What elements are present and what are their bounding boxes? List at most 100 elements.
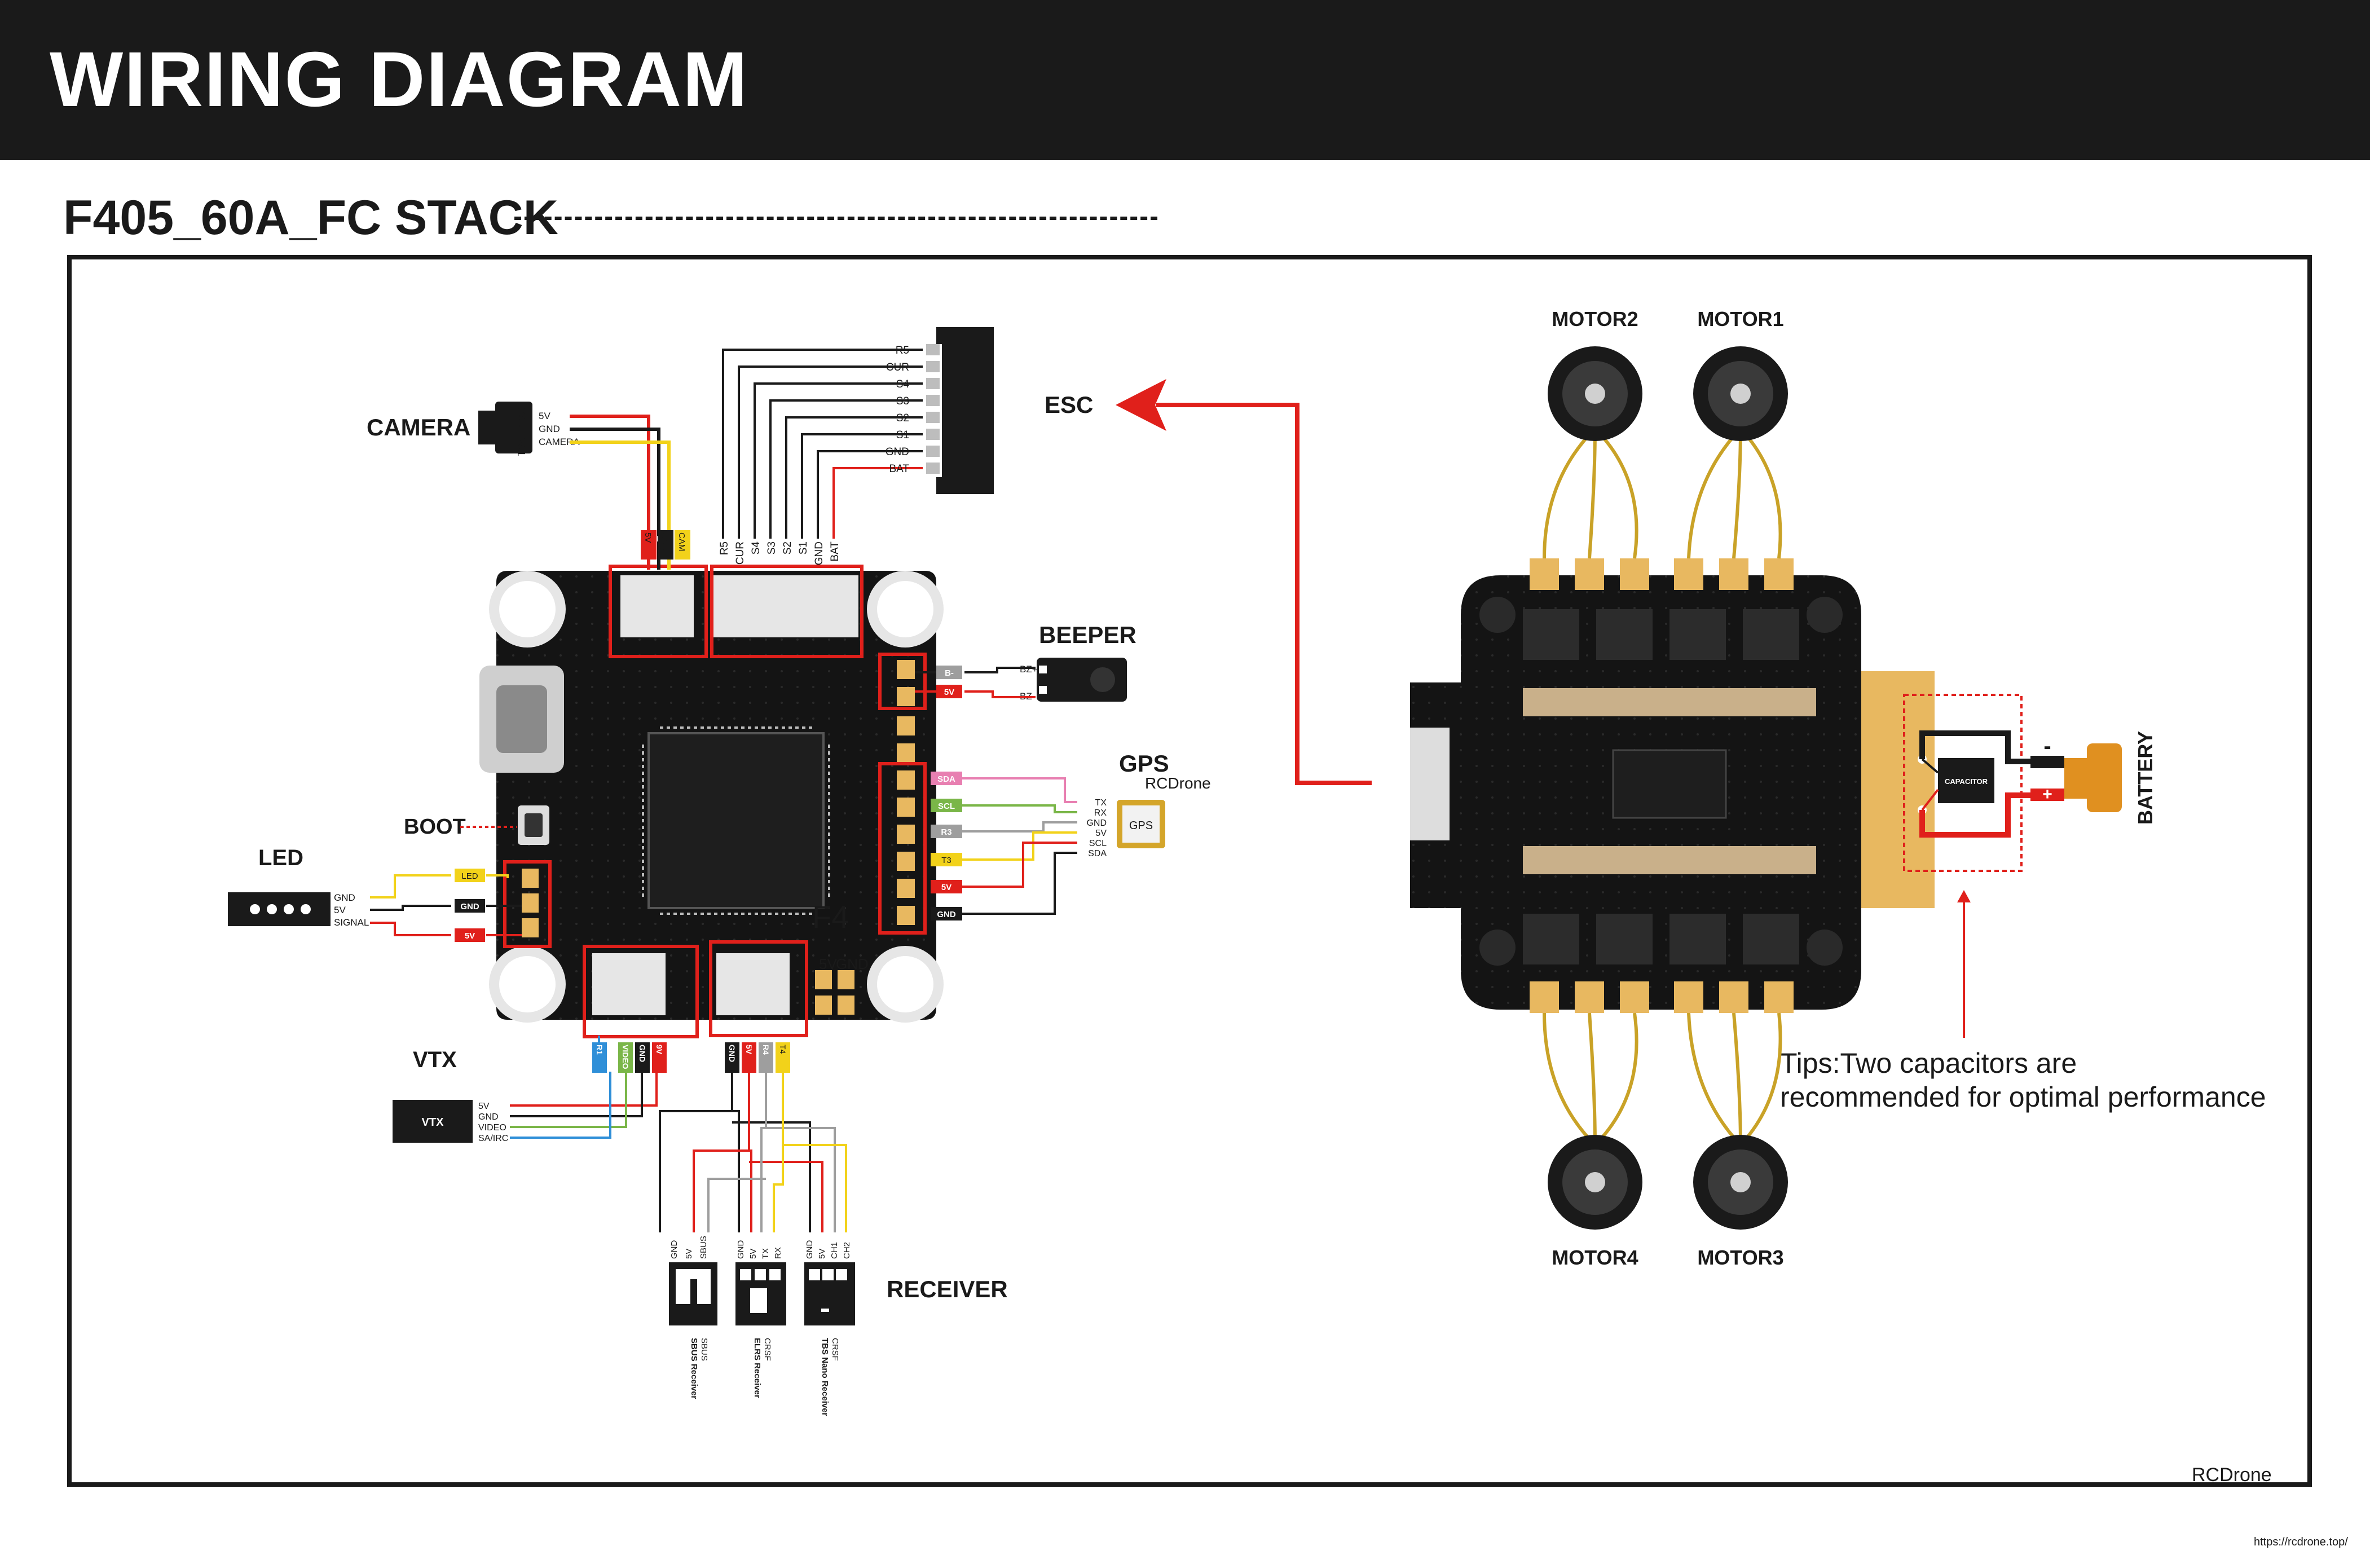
vtx-pin-5v: 5V xyxy=(478,1102,490,1111)
gps-group: GPS RCDrone GPS TX RX GND 5V SCL SDA xyxy=(931,750,1211,920)
rx1-pin-gnd: GND xyxy=(669,1240,679,1259)
rx2-pin-tx: TX xyxy=(761,1248,770,1259)
beeper-group: BEEPER BZ+ BZ- B- 5V xyxy=(915,622,1136,702)
mcu-chip xyxy=(647,732,825,909)
tips-line-1: Tips:Two capacitors are xyxy=(1780,1047,2077,1079)
esc-connector xyxy=(712,575,858,637)
camera-tag-5v: 5V xyxy=(643,532,653,543)
rx-tag-t4: T4 xyxy=(778,1045,787,1054)
esc-pin-s3: S3 xyxy=(896,395,909,407)
vtx-group: VTX VTX 5V GND VIDEO SA/IRC R1 VIDEO GND… xyxy=(393,1036,667,1143)
receiver-sbus: GND 5V SBUS SBUS Receiver SBUS xyxy=(669,1236,717,1399)
motor4-label: MOTOR4 xyxy=(1552,1246,1638,1269)
vtx-tag-r1: R1 xyxy=(595,1045,604,1055)
rx2-pin-rx: RX xyxy=(773,1247,783,1259)
tips-line-2: recommended for optimal performance xyxy=(1780,1081,2266,1113)
led-tag-5v: 5V xyxy=(465,931,475,941)
battery-pads xyxy=(1861,671,1935,908)
rx1-pin-5v: 5V xyxy=(684,1249,694,1259)
flight-controller-board: F4 5V GND xyxy=(479,565,944,1038)
motor-4 xyxy=(1548,1135,1642,1230)
f4-silkscreen: F4 xyxy=(812,899,849,935)
esc-pin-r5: R5 xyxy=(896,345,909,356)
esc-vpin-s3: S3 xyxy=(766,541,778,554)
rx-tag-gnd: GND xyxy=(728,1045,737,1062)
esc-pin-labels: R5 CUR S4 S3 S2 S1 GND BAT xyxy=(886,345,910,475)
diagram-frame xyxy=(67,255,2312,1487)
camera-tag-gnd: GND xyxy=(660,532,669,552)
esc-pin-s2: S2 xyxy=(896,412,909,424)
esc-pin-cur: CUR xyxy=(886,362,909,373)
rx3-pin-gnd: GND xyxy=(805,1240,814,1259)
rx3-protocol: CRSF xyxy=(830,1338,840,1361)
receiver-tbs-nano: GND 5V CH1 CH2 TBS Nano Receiver CRSF xyxy=(804,1240,855,1416)
vtx-label: VTX xyxy=(413,1047,457,1072)
gps-tag-r3: R3 xyxy=(941,827,951,837)
esc-vpin-gnd: GND xyxy=(813,541,825,565)
motor-3 xyxy=(1693,1135,1788,1230)
rx1-name: SBUS Receiver xyxy=(689,1338,699,1399)
vtx-connector xyxy=(592,953,666,1015)
page-title: WIRING DIAGRAM xyxy=(50,36,749,123)
fc-5v-label: 5V xyxy=(819,955,837,972)
led-pin-signal: SIGNAL xyxy=(334,917,369,928)
boot-label: BOOT xyxy=(404,815,466,839)
camera-pin-camera: CAMERA xyxy=(539,437,580,447)
gps-tag-5v: 5V xyxy=(941,883,951,892)
rx2-pin-5v: 5V xyxy=(748,1249,758,1259)
gps-pin-5v: 5V xyxy=(1095,829,1107,838)
led-tag-gnd: GND xyxy=(460,902,479,911)
vtx-tag-video: VIDEO xyxy=(621,1045,630,1069)
vtx-module xyxy=(393,1100,473,1143)
motor-1 xyxy=(1693,346,1788,441)
camera-label: CAMERA xyxy=(367,414,470,441)
beeper-tag-bminus: B- xyxy=(945,668,954,678)
led-strip xyxy=(228,892,331,926)
camera-pin-gnd: GND xyxy=(539,424,560,434)
battery-minus: - xyxy=(2043,734,2051,759)
rx3-pin-ch1: CH1 xyxy=(830,1242,839,1259)
camera-body xyxy=(495,402,532,453)
gps-pin-scl: SCL xyxy=(1089,839,1107,848)
watermark-text: RCDrone xyxy=(1145,774,1211,792)
esc-vpin-cur: CUR xyxy=(734,541,746,565)
capacitor-label: CAPACITOR xyxy=(1945,777,1988,786)
camera-pin-5v: 5V xyxy=(539,411,550,421)
rx3-pin-5v: 5V xyxy=(817,1249,827,1259)
motor-2 xyxy=(1548,346,1642,441)
gps-pin-rx: RX xyxy=(1094,808,1107,818)
motor1-label: MOTOR1 xyxy=(1697,307,1783,331)
rx-tag-5v: 5V xyxy=(745,1045,754,1055)
xt60-connector xyxy=(2087,743,2122,812)
rx1-pin-sbus: SBUS xyxy=(699,1236,708,1259)
gps-tag-t3: T3 xyxy=(941,856,951,865)
vtx-pin-gnd: GND xyxy=(478,1112,499,1122)
gps-tag-gnd: GND xyxy=(937,910,956,919)
beeper-tag-5v: 5V xyxy=(944,688,954,697)
rx-tag-r4: R4 xyxy=(761,1045,770,1055)
stack-subtitle: F405_60A_FC STACK xyxy=(63,191,558,245)
receiver-elrs: GND 5V TX RX ELRS Receiver CRSF xyxy=(735,1240,786,1398)
esc-vpin-bat: BAT xyxy=(829,541,841,562)
gps-pin-tx: TX xyxy=(1095,798,1107,808)
esc-vpin-s1: S1 xyxy=(798,541,809,554)
esc-plug xyxy=(936,327,994,494)
vtx-pin-sairc: SA/IRC xyxy=(478,1134,508,1143)
rx1-protocol: SBUS xyxy=(699,1338,709,1361)
beeper-label: BEEPER xyxy=(1039,622,1136,648)
led-group: LED GND 5V SIGNAL LED GND 5V xyxy=(228,845,522,942)
rx3-name: TBS Nano Receiver xyxy=(820,1338,830,1416)
watermark-bottom: RCDrone xyxy=(2192,1464,2272,1486)
esc-vpin-s2: S2 xyxy=(782,541,794,554)
esc-label: ESC xyxy=(1045,391,1093,418)
vtx-pin-video: VIDEO xyxy=(478,1123,506,1133)
camera-group: CAMERA CAMERA1 5V GND CAMERA 5V GND CAM xyxy=(367,402,690,570)
boot-group: BOOT xyxy=(404,815,517,839)
esc-arrow xyxy=(1116,379,1372,785)
header-bar: WIRING DIAGRAM xyxy=(0,0,2370,160)
esc-pin-bat: BAT xyxy=(889,463,909,475)
gps-tag-sda: SDA xyxy=(937,774,955,784)
camera-lens xyxy=(478,411,495,444)
rx2-name: ELRS Receiver xyxy=(752,1338,762,1398)
subtitle-dashed-rule xyxy=(514,217,1157,220)
